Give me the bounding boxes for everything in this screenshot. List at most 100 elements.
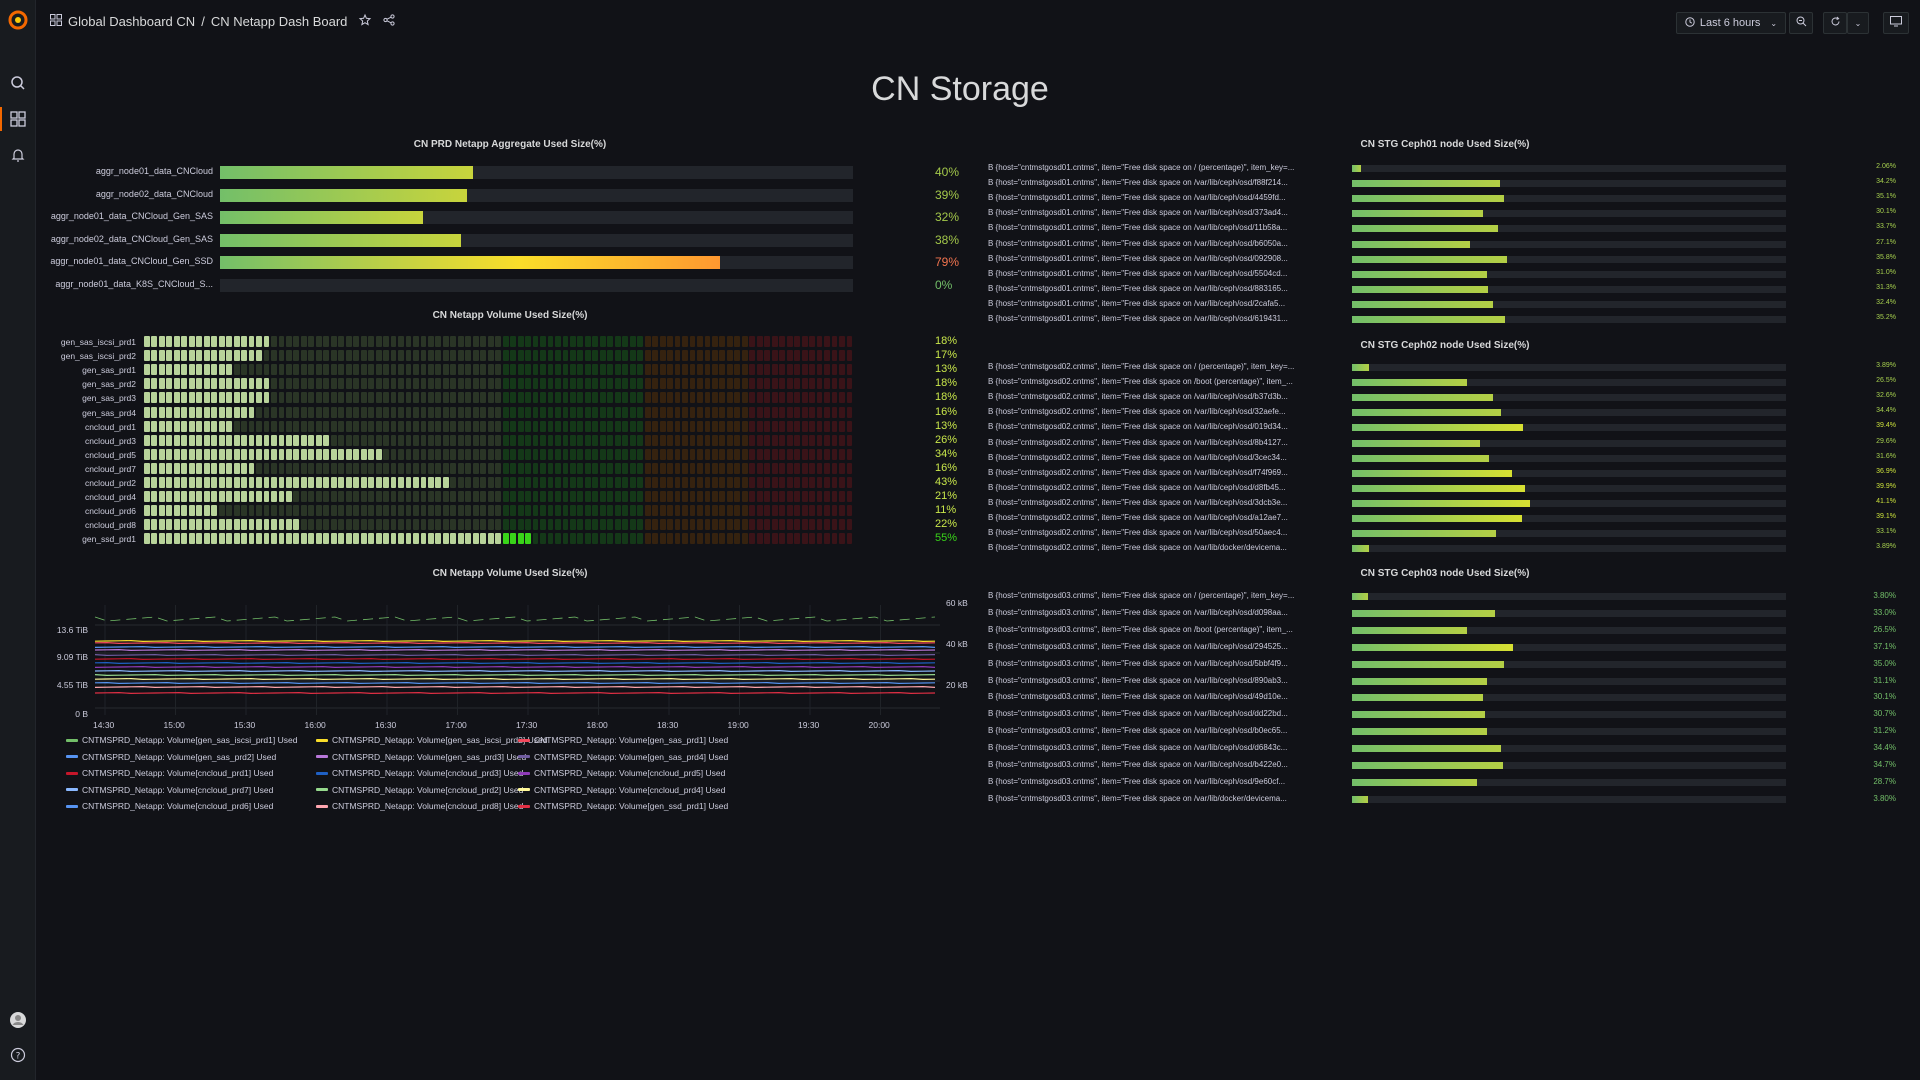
- volume-cell: [203, 392, 210, 404]
- volume-cell: [457, 420, 464, 432]
- panel-title-aggregate[interactable]: CN PRD Netapp Aggregate Used Size(%): [413, 139, 607, 150]
- volume-cell: [144, 434, 150, 446]
- volume-cell: [293, 533, 300, 545]
- legend-item[interactable]: CNTMSPRD_Netapp: Volume[gen_sas_prd1] Us…: [518, 735, 728, 745]
- legend-item[interactable]: CNTMSPRD_Netapp: Volume[cncloud_prd4] Us…: [518, 785, 725, 795]
- legend-item[interactable]: CNTMSPRD_Netapp: Volume[cncloud_prd1] Us…: [66, 768, 273, 778]
- breadcrumb-folder[interactable]: Global Dashboard CN: [68, 14, 196, 29]
- volume-cell: [218, 392, 225, 404]
- legend-item[interactable]: CNTMSPRD_Netapp: Volume[cncloud_prd3] Us…: [316, 768, 523, 778]
- volume-cell: [816, 477, 823, 488]
- ceph-row-label: B {host="cntmstgosd03.cntms", item="Free…: [988, 692, 1288, 702]
- volume-cell: [629, 462, 636, 474]
- ceph-row-label: B {host="cntmstgosd03.cntms", item="Free…: [988, 675, 1288, 685]
- time-picker-button[interactable]: Last 6 hours ⌄: [1676, 12, 1786, 34]
- volume-cell: [786, 378, 793, 390]
- volume-cell: [398, 378, 404, 390]
- volume-cell: [315, 434, 322, 446]
- ceph-row-label: B {host="cntmstgosd01.cntms", item="Free…: [988, 193, 1286, 203]
- volume-cell: [338, 533, 345, 545]
- volume-cell: [442, 420, 449, 432]
- volume-cell: [293, 392, 300, 404]
- top-navbar: Global Dashboard CN / CN Netapp Dash Boa…: [36, 0, 1920, 46]
- volume-cell: [457, 434, 464, 446]
- volume-cell: [577, 519, 584, 531]
- volume-cell: [577, 477, 584, 488]
- legend-item[interactable]: CNTMSPRD_Netapp: Volume[gen_sas_prd3] Us…: [316, 752, 526, 762]
- panel-title-volume-timeseries[interactable]: CN Netapp Volume Used Size(%): [432, 568, 588, 579]
- volume-cell: [487, 406, 494, 418]
- tv-mode-button[interactable]: [1883, 12, 1909, 34]
- volume-cell: [592, 477, 599, 488]
- volume-cell: [144, 406, 150, 418]
- volume-cell: [300, 448, 307, 460]
- volume-cell: [607, 350, 614, 362]
- volume-cell: [338, 364, 345, 376]
- volume-cell: [211, 505, 218, 517]
- volume-cell: [428, 406, 434, 418]
- ceph-bar-fill: [1352, 677, 1487, 685]
- refresh-button[interactable]: [1823, 12, 1847, 34]
- volume-cell: [749, 448, 756, 460]
- series-line: [94, 616, 936, 622]
- volume-cell: [712, 392, 718, 404]
- volume-cell: [525, 434, 532, 446]
- volume-cell: [712, 519, 718, 531]
- volume-cell: [278, 462, 285, 474]
- volume-cell: [749, 392, 756, 404]
- volume-cell: [398, 462, 404, 474]
- volume-cell: [166, 519, 173, 531]
- volume-cell: [831, 420, 838, 432]
- volume-cell: [502, 420, 509, 432]
- panel-title-ceph01[interactable]: CN STG Ceph01 node Used Size(%): [1360, 139, 1530, 150]
- volume-cell: [338, 519, 345, 531]
- volume-cell: [330, 448, 337, 460]
- help-icon[interactable]: ?: [6, 1043, 30, 1067]
- volume-cell: [293, 364, 300, 376]
- volume-cell: [510, 378, 517, 390]
- legend-item[interactable]: CNTMSPRD_Netapp: Volume[gen_sas_prd2] Us…: [66, 752, 276, 762]
- legend-item[interactable]: CNTMSPRD_Netapp: Volume[cncloud_prd8] Us…: [316, 801, 523, 811]
- volume-cell: [480, 434, 487, 446]
- timeseries-plot[interactable]: [94, 605, 940, 715]
- panel-title-volume-grid[interactable]: CN Netapp Volume Used Size(%): [432, 310, 588, 321]
- volume-cell: [211, 533, 218, 545]
- volume-cell: [532, 448, 539, 460]
- volume-cell: [330, 364, 337, 376]
- legend-item[interactable]: CNTMSPRD_Netapp: Volume[gen_sas_iscsi_pr…: [316, 735, 547, 745]
- volume-cell: [300, 533, 307, 545]
- volume-cell: [667, 378, 674, 390]
- legend-item[interactable]: CNTMSPRD_Netapp: Volume[cncloud_prd7] Us…: [66, 785, 273, 795]
- alerting-bell-icon[interactable]: [6, 143, 30, 167]
- legend-item[interactable]: CNTMSPRD_Netapp: Volume[gen_ssd_prd1] Us…: [518, 801, 728, 811]
- star-icon[interactable]: [359, 13, 372, 29]
- volume-cell: [256, 462, 262, 474]
- aggregate-label: aggr_node02_data_CNCloud: [95, 188, 213, 199]
- legend-item[interactable]: CNTMSPRD_Netapp: Volume[cncloud_prd5] Us…: [518, 768, 725, 778]
- volume-cell: [345, 378, 352, 390]
- user-avatar[interactable]: [6, 1008, 30, 1032]
- search-icon[interactable]: [6, 71, 30, 95]
- panel-title-ceph02[interactable]: CN STG Ceph02 node Used Size(%): [1360, 340, 1530, 351]
- dashboards-icon[interactable]: [6, 107, 30, 131]
- volume-cell: [278, 519, 285, 531]
- zoom-out-button[interactable]: [1789, 12, 1813, 34]
- legend-item[interactable]: CNTMSPRD_Netapp: Volume[cncloud_prd2] Us…: [316, 785, 523, 795]
- volume-cell: [749, 434, 756, 446]
- volume-cell: [689, 406, 696, 418]
- legend-item[interactable]: CNTMSPRD_Netapp: Volume[cncloud_prd6] Us…: [66, 801, 273, 811]
- volume-cell: [682, 533, 688, 545]
- share-icon[interactable]: [383, 14, 395, 29]
- refresh-interval-dropdown[interactable]: ⌄: [1847, 12, 1869, 34]
- volume-cell: [390, 533, 397, 545]
- legend-item[interactable]: CNTMSPRD_Netapp: Volume[gen_sas_prd4] Us…: [518, 752, 728, 762]
- volume-cell: [614, 533, 621, 545]
- breadcrumb-dashboard[interactable]: CN Netapp Dash Board: [210, 14, 348, 29]
- volume-cell: [599, 406, 606, 418]
- panel-title-ceph03[interactable]: CN STG Ceph03 node Used Size(%): [1360, 568, 1530, 579]
- legend-item[interactable]: CNTMSPRD_Netapp: Volume[gen_sas_iscsi_pr…: [66, 735, 297, 745]
- grafana-logo-icon[interactable]: [6, 8, 30, 32]
- volume-cell: [241, 336, 248, 347]
- volume-cell: [741, 392, 748, 404]
- volume-cell: [510, 420, 517, 432]
